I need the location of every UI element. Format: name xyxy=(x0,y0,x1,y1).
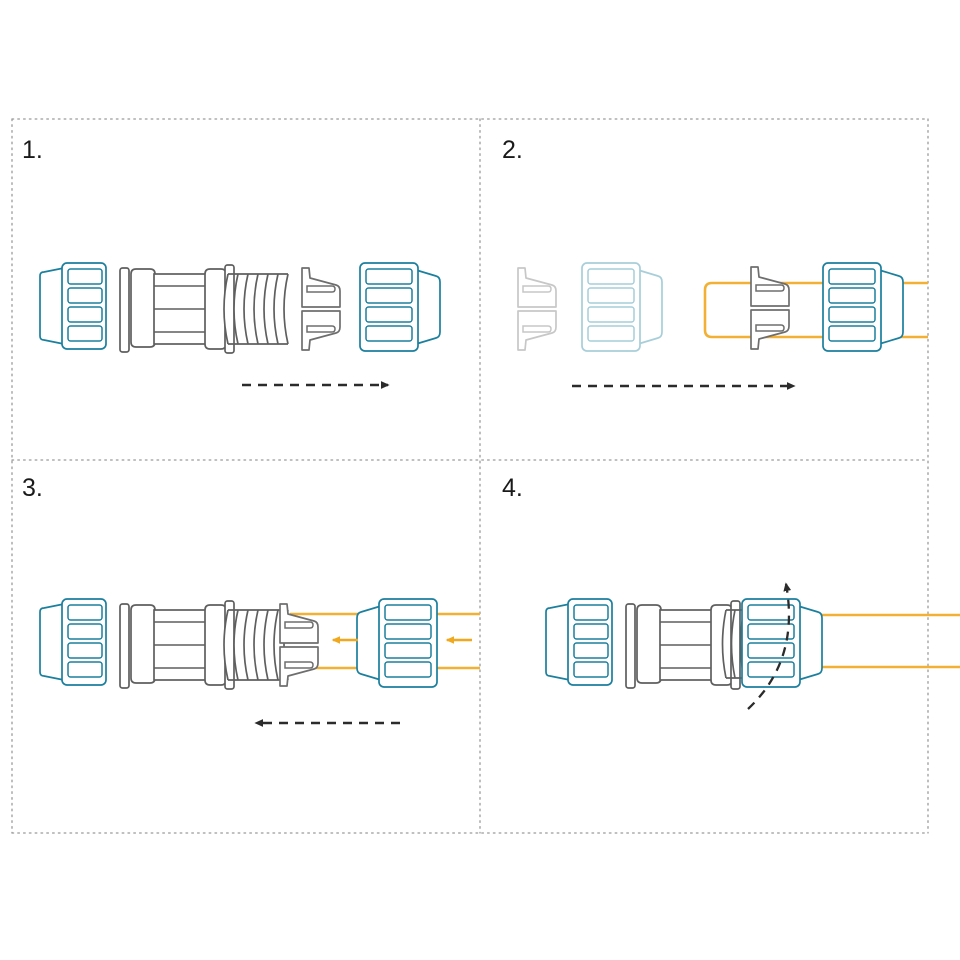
panel-4-rotation-arrow xyxy=(747,582,792,710)
cable xyxy=(820,613,960,669)
panel-4: 4. xyxy=(502,474,960,710)
coupling-nut xyxy=(359,262,441,352)
panel-1-number: 1. xyxy=(22,136,43,164)
panel-grid xyxy=(11,118,929,834)
panel-3: 3. xyxy=(22,474,480,727)
coupling-nut-ghost xyxy=(581,262,663,352)
assembled-connector xyxy=(545,598,823,690)
gray-clip xyxy=(301,267,341,351)
panel-1: 1. xyxy=(22,136,441,389)
connector-body-assembly xyxy=(39,598,289,690)
cable xyxy=(703,281,928,339)
coupling-nut xyxy=(356,598,438,688)
body-cap xyxy=(39,598,107,686)
coupling-nut xyxy=(741,598,823,688)
panel-2-number: 2. xyxy=(502,136,523,164)
body-barrel xyxy=(119,600,235,690)
body-cap xyxy=(39,262,107,350)
connector-body-assembly xyxy=(39,262,289,354)
body-barrel xyxy=(119,264,235,354)
panel-3-number: 3. xyxy=(22,474,43,502)
panel-4-number: 4. xyxy=(502,474,523,502)
body-cap xyxy=(545,598,613,686)
coupling-nut xyxy=(822,262,904,352)
panel-2: 2. xyxy=(502,136,928,390)
gray-clip-ghost xyxy=(517,267,557,351)
